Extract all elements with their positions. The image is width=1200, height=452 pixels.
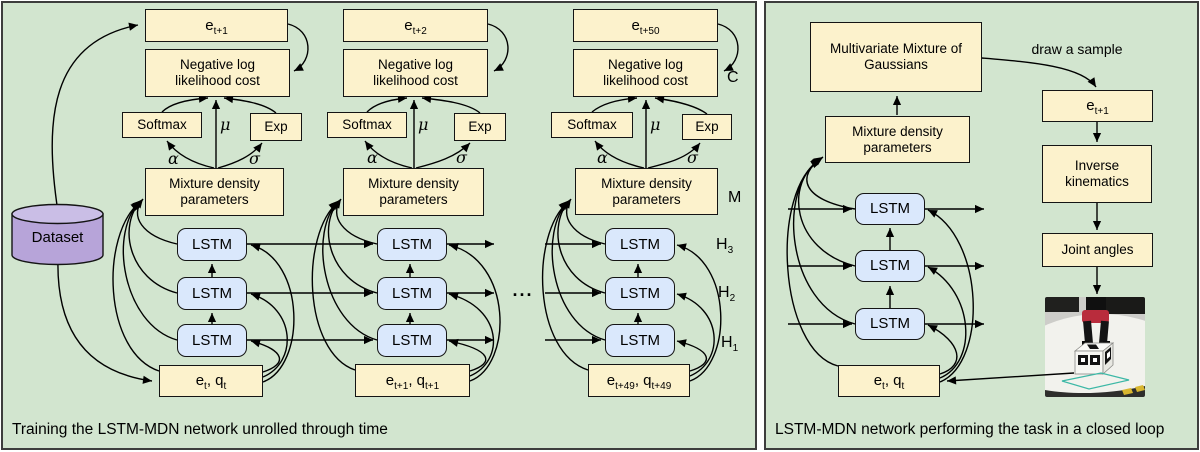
- mdn-label: M: [728, 189, 742, 206]
- mu-label-col3: μ: [650, 115, 661, 134]
- alpha-label-col3: α: [597, 148, 608, 167]
- lstm-box-col3-layer2: LSTM: [605, 277, 675, 310]
- mdn-params-box-col2: Mixture density parameters: [343, 168, 484, 216]
- input-box-col3: et+49, qt+49: [588, 364, 690, 397]
- mu-label-col2: μ: [418, 115, 429, 134]
- lstm-box-right-layer1: LSTM: [855, 308, 925, 340]
- joint-angles-box: Joint angles: [1042, 233, 1153, 267]
- sigma-label-col1: σ: [249, 149, 260, 168]
- arrow-dataset-to-target: [51, 22, 139, 213]
- lstm-box-col2-layer2: LSTM: [377, 277, 447, 310]
- right-panel-caption: LSTM-MDN network performing the task in …: [775, 421, 1165, 438]
- mmog-box: Multivariate Mixture of Gaussians: [810, 22, 982, 92]
- lstm-box-col1-layer1: LSTM: [177, 324, 247, 357]
- lstm-box-col3-layer3: LSTM: [605, 228, 675, 261]
- arrow-photo-to-input: [946, 372, 1075, 385]
- target-box-col2: et+2: [343, 9, 488, 42]
- input-box-right: et, qt: [838, 365, 940, 397]
- mu-label-col1: μ: [220, 115, 231, 134]
- hidden-layer3-label: H3: [716, 236, 734, 257]
- input-box-col1: et, qt: [159, 365, 263, 397]
- mdn-params-box-right: Mixture density parameters: [825, 116, 970, 163]
- lstm-box-right-layer3: LSTM: [855, 193, 925, 225]
- dataset-label: Dataset: [31, 229, 84, 246]
- exp-box-col2: Exp: [454, 113, 506, 141]
- alpha-label-col1: α: [168, 149, 179, 168]
- nll-cost-box-col2: Negative log likelihood cost: [343, 49, 488, 97]
- draw-a-sample-label: draw a sample: [1031, 41, 1123, 57]
- time-ellipsis: ...: [512, 280, 534, 300]
- lstm-box-col1-layer2: LSTM: [177, 277, 247, 310]
- sigma-label-col3: σ: [687, 148, 698, 167]
- softmax-box-col3: Softmax: [551, 112, 633, 138]
- marker-cube: [1073, 342, 1115, 375]
- sample-box: et+1: [1042, 90, 1153, 122]
- lstm-box-col2-layer1: LSTM: [377, 324, 447, 357]
- exp-box-col1: Exp: [250, 113, 302, 141]
- arrow-draw-a-sample: [981, 57, 1097, 88]
- right-panel-arrows: [786, 57, 1102, 383]
- cost-label: C: [727, 69, 739, 86]
- target-zone-outline: [1061, 372, 1130, 390]
- target-box-col1: et+1: [145, 9, 288, 42]
- lstm-box-col3-layer1: LSTM: [605, 324, 675, 357]
- arrow-dataset-to-input: [57, 257, 153, 384]
- lstm-box-col2-layer3: LSTM: [377, 228, 447, 261]
- hidden-layer1-label: H1: [721, 334, 739, 355]
- exp-box-col3: Exp: [682, 114, 732, 140]
- hidden-layer2-label: H2: [718, 284, 736, 305]
- lstm-box-right-layer2: LSTM: [855, 250, 925, 282]
- lstm-box-col1-layer3: LSTM: [177, 228, 247, 261]
- robot-task-photo: [1045, 297, 1145, 397]
- target-box-col3: et+50: [573, 9, 718, 42]
- mdn-params-box-col3: Mixture density parameters: [575, 168, 718, 215]
- left-panel-arrows: [51, 22, 739, 384]
- softmax-box-col2: Softmax: [327, 112, 407, 138]
- softmax-box-col1: Softmax: [122, 112, 202, 138]
- dataset-cylinder-icon: [11, 203, 104, 266]
- mdn-params-box-col1: Mixture density parameters: [145, 168, 284, 216]
- inverse-kinematics-box: Inverse kinematics: [1042, 145, 1152, 203]
- nll-cost-box-col3: Negative log likelihood cost: [573, 49, 718, 97]
- left-panel-caption: Training the LSTM-MDN network unrolled t…: [12, 421, 388, 438]
- sigma-label-col2: σ: [456, 148, 467, 167]
- nll-cost-box-col1: Negative log likelihood cost: [145, 49, 290, 97]
- input-box-col2: et+1, qt+1: [355, 364, 470, 397]
- alpha-label-col2: α: [367, 148, 378, 167]
